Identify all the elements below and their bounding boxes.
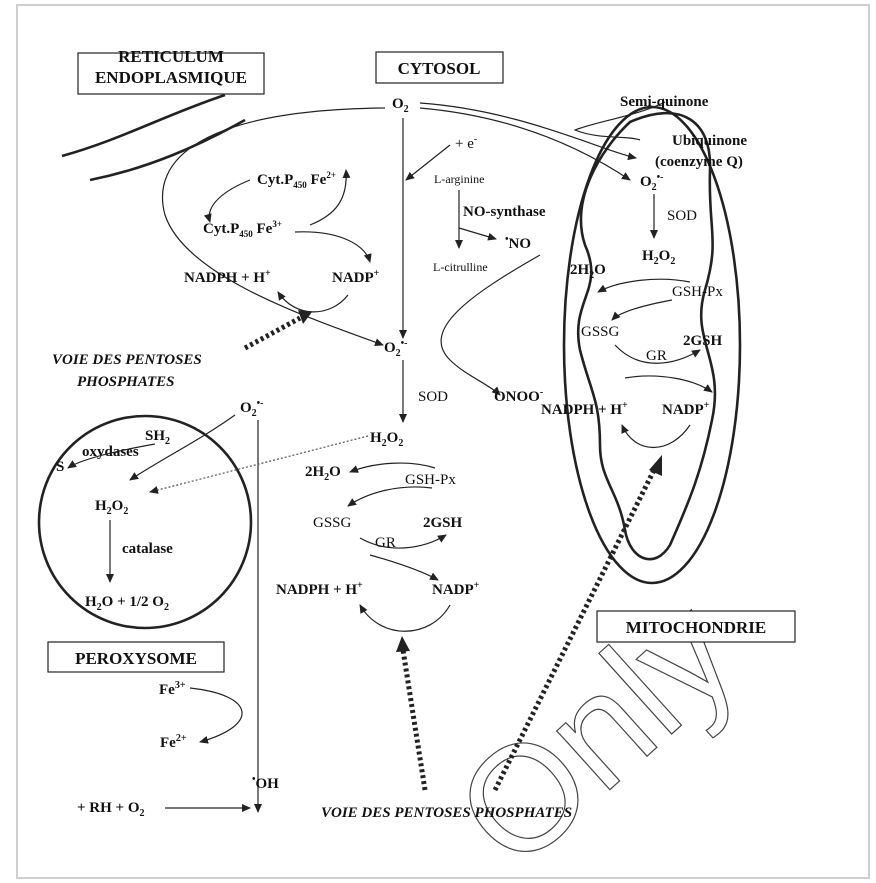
- pentose-left-dotted-arrow: [245, 318, 300, 348]
- nadp-mito-label: NADP+: [662, 400, 710, 418]
- coenzyme-q-label: (coenzyme Q): [655, 154, 743, 170]
- gr-cytosol-label: GR: [375, 535, 396, 551]
- s-label: S: [56, 459, 64, 475]
- gsh-px-cytosol-arrow-bottom: [348, 487, 432, 506]
- o2-to-mito-arrow: [420, 108, 630, 180]
- nadph-mito-arrow-top: [625, 376, 712, 392]
- no-radical-label: •NO: [505, 234, 531, 252]
- pentose-left-label-line1: VOIE DES PENTOSES: [52, 352, 202, 368]
- peroxysome-label: PEROXYSOME: [75, 649, 197, 668]
- gssg-cytosol-label: GSSG: [313, 515, 352, 531]
- cyt-p450-fe2-label: Cyt.P450 Fe2+: [257, 170, 336, 190]
- electron-label: + e-: [455, 134, 477, 152]
- gr-cytosol-arrow: [360, 535, 446, 548]
- l-citrulline-label: L-citrulline: [433, 260, 488, 274]
- oh-radical-label: •OH: [252, 774, 279, 792]
- reticulum-label-line2: ENDOPLASMIQUE: [95, 68, 247, 87]
- nadph-cytosol-arrow-top: [370, 555, 438, 580]
- er-membrane-1: [62, 95, 225, 156]
- superoxide-cytosol-label: O2•-: [384, 338, 408, 359]
- gsh-px-cytosol-label: GSH-Px: [405, 472, 456, 488]
- gr-mito-label: GR: [646, 348, 667, 364]
- fe3-label: Fe3+: [159, 680, 186, 698]
- er-membrane-2: [90, 120, 245, 180]
- oxydases-label: oxydases: [82, 444, 139, 460]
- nadp-cytosol-label: NADP+: [432, 580, 480, 598]
- h2o-peroxysome-label: H2O + 1/2 O2: [85, 594, 169, 613]
- reticulum-label-line1: RETICULUM: [118, 47, 224, 66]
- nadph-mito-cycle: [622, 425, 690, 448]
- no-synthase-label: NO-synthase: [463, 204, 546, 220]
- nadph-mito-label: NADPH + H+: [541, 400, 628, 418]
- sh2-label: SH2: [145, 428, 170, 447]
- pentose-left-label-line2: PHOSPHATES: [77, 374, 175, 390]
- l-arginine-label: L-arginine: [434, 172, 484, 186]
- nadph-er-label: NADPH + H+: [184, 268, 271, 286]
- nadph-cytosol-cycle: [360, 605, 450, 631]
- sod-cytosol-label: SOD: [418, 389, 448, 405]
- no-to-peroxynitrite-arrow: [441, 255, 540, 395]
- gssg-mito-label: GSSG: [581, 324, 620, 340]
- nadp-er-label: NADP+: [332, 268, 380, 286]
- water-cytosol-label: 2H2O: [305, 464, 341, 483]
- cytosol-label: CYTOSOL: [398, 59, 481, 78]
- gsh-px-cytosol-arrow-top: [350, 463, 435, 472]
- peroxynitrite-label: ONOO-: [494, 387, 543, 405]
- gsh2-cytosol-label: 2GSH: [423, 515, 463, 531]
- catalase-label: catalase: [122, 541, 173, 557]
- fe2-label: Fe2+: [160, 733, 187, 751]
- mitochondrie-label: MITOCHONDRIE: [626, 618, 766, 637]
- water-mito-label: 2H2O: [570, 262, 606, 281]
- p450-reduction-arrow: [209, 180, 250, 222]
- o2-label: O2: [392, 96, 409, 115]
- rh-o2-label: + RH + O2: [77, 800, 145, 819]
- h2o2-peroxysome-label: H2O2: [95, 498, 128, 517]
- superoxide-peroxysome-label: O2•-: [240, 398, 264, 419]
- h2o2-mito-label: H2O2: [642, 248, 675, 267]
- pentose-left-arrowhead: [298, 310, 312, 324]
- pentose-bottom-label: VOIE DES PENTOSES PHOSPHATES: [321, 805, 572, 821]
- nadph-er-cycle-top: [295, 232, 370, 262]
- h2o2-cytosol-label: H2O2: [370, 430, 403, 449]
- pentose-bottom-dotted-arrow-1: [403, 650, 425, 790]
- gsh-px-mito-label: GSH-Px: [672, 284, 723, 300]
- fenton-arrow: [190, 688, 242, 742]
- ubiquinone-label: Ubiquinone: [672, 133, 747, 149]
- nadph-cytosol-label: NADPH + H+: [276, 580, 363, 598]
- semi-quinone-label: Semi-quinone: [620, 94, 709, 110]
- gsh2-mito-label: 2GSH: [683, 333, 723, 349]
- gsh-px-mito-arrow-bottom: [612, 300, 672, 320]
- pentose-bottom-arrowhead-1: [396, 636, 410, 652]
- pentose-bottom-arrowhead-2: [649, 455, 662, 476]
- no-release-arrow: [459, 228, 496, 239]
- superoxide-mito-label: O2•-: [640, 172, 664, 193]
- sod-mito-label: SOD: [667, 208, 697, 224]
- cyt-p450-fe3-label: Cyt.P450 Fe3+: [203, 219, 282, 239]
